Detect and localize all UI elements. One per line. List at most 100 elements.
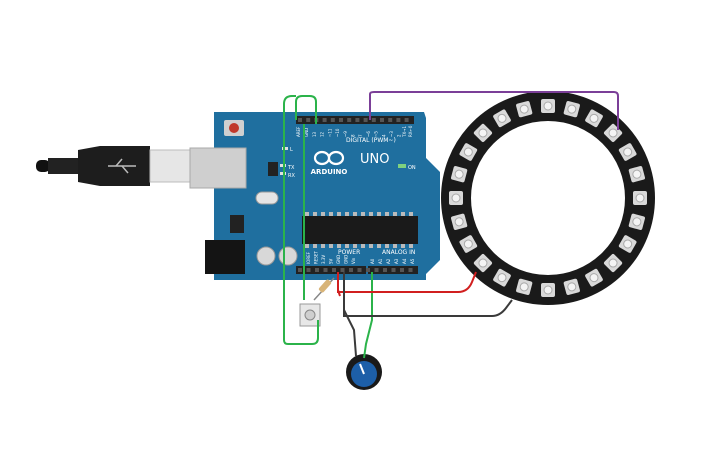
chip-pin	[329, 212, 333, 216]
power-analog-pin-socket[interactable]	[366, 268, 370, 272]
power-analog-pin-socket[interactable]	[340, 268, 345, 272]
chip-pin	[369, 212, 373, 216]
power-analog-pin-socket[interactable]	[315, 268, 319, 272]
digital-pin-socket[interactable]	[298, 118, 302, 122]
digital-pin-label: 8	[351, 134, 356, 137]
neopixel-led	[618, 235, 637, 253]
power-pin-label: RESET	[314, 251, 319, 264]
power-analog-pin-socket[interactable]	[332, 268, 336, 272]
analog-pin-label: A1	[378, 258, 383, 264]
usb-cable	[36, 146, 191, 186]
power-label: POWER	[338, 249, 360, 256]
neopixel-led	[473, 253, 493, 273]
neopixel-led	[628, 213, 645, 230]
chip-pin	[393, 244, 397, 248]
neopixel-led	[541, 283, 555, 297]
digital-pin-socket[interactable]	[371, 118, 376, 122]
chip-pin	[361, 244, 365, 248]
chip-pin	[305, 212, 309, 216]
potentiometer[interactable]	[346, 354, 382, 390]
chip-pin	[377, 244, 381, 248]
wire-green-pot	[363, 272, 373, 359]
resistor	[313, 277, 335, 301]
power-pin-label: Vin	[351, 257, 356, 264]
chip-pin	[409, 244, 413, 248]
power-analog-pin-socket[interactable]	[383, 268, 387, 272]
neopixel-led	[473, 123, 493, 143]
chip-pin	[393, 212, 397, 216]
analog-pin-label: A4	[402, 258, 407, 264]
power-pin-label: 3.3V	[321, 255, 326, 264]
chip-pin	[321, 212, 325, 216]
arduino-uno-board[interactable]: ARDUINO UNO DIGITAL (PWM~) POWER ANALOG …	[189, 112, 440, 280]
pushbutton-cap	[304, 309, 316, 321]
digital-pin-label: 2	[397, 134, 402, 137]
tx-label: TX	[287, 165, 295, 171]
atmega-chip	[302, 216, 418, 244]
power-analog-pin-socket[interactable]	[349, 268, 353, 272]
power-analog-pin-socket[interactable]	[374, 268, 379, 272]
power-header	[296, 266, 366, 274]
digital-pin-socket[interactable]	[404, 118, 409, 122]
l-label: L	[290, 147, 293, 153]
neopixel-led	[633, 191, 647, 205]
chip-pin	[385, 212, 389, 216]
digital-label: DIGITAL (PWM~)	[346, 137, 396, 144]
power-pin-label: IOREF	[306, 251, 311, 264]
wire-green-pin13	[295, 95, 317, 124]
neopixel-ring[interactable]	[441, 91, 655, 305]
reset-button[interactable]	[229, 123, 239, 133]
digital-header	[296, 116, 414, 124]
digital-pin-socket[interactable]	[339, 118, 343, 122]
chip-pin	[313, 244, 317, 248]
tx1-pin-label: TX→1	[402, 125, 407, 138]
power-analog-pin-socket[interactable]	[400, 268, 404, 272]
chip-pin	[305, 244, 309, 248]
small-ic	[268, 162, 278, 176]
digital-pin-socket[interactable]	[330, 118, 335, 122]
power-analog-pin-socket[interactable]	[408, 268, 413, 272]
power-analog-pin-socket[interactable]	[323, 268, 328, 272]
wire-red-5v	[337, 271, 477, 293]
chip-pin	[369, 244, 373, 248]
ring-leds	[449, 99, 647, 297]
neopixel-led	[449, 191, 463, 205]
chip-pin	[361, 212, 365, 216]
digital-pin-label: ~3	[389, 131, 394, 137]
chip-pin	[353, 244, 357, 248]
power-pin-label: GND	[344, 255, 349, 264]
digital-pin-socket[interactable]	[363, 118, 368, 122]
crystal	[255, 191, 279, 205]
power-analog-pin-socket[interactable]	[298, 268, 302, 272]
power-analog-pin-socket[interactable]	[306, 268, 311, 272]
digital-pin-socket[interactable]	[355, 118, 360, 122]
resistor-body	[318, 279, 332, 293]
neopixel-led	[493, 268, 511, 287]
neopixel-led	[541, 99, 555, 113]
power-pin-label: 5V	[329, 258, 334, 264]
digital-pin-label: ~6	[366, 131, 371, 137]
chip-pin	[377, 212, 381, 216]
neopixel-led	[585, 268, 603, 287]
digital-pin-socket[interactable]	[306, 118, 311, 122]
analog-label: ANALOG IN	[382, 249, 415, 256]
power-pin-label: GND	[336, 255, 341, 264]
digital-pin-socket[interactable]	[396, 118, 401, 122]
power-analog-pin-socket[interactable]	[357, 268, 362, 272]
digital-pin-socket[interactable]	[347, 118, 352, 122]
digital-pin-label: 7	[358, 134, 363, 137]
digital-pin-socket[interactable]	[322, 118, 327, 122]
wire-black-gnd	[343, 272, 513, 317]
neopixel-led	[603, 253, 623, 273]
power-analog-pin-socket[interactable]	[391, 268, 396, 272]
analog-pin-label: A5	[410, 258, 415, 264]
digital-pin-socket[interactable]	[388, 118, 393, 122]
digital-pin-label: ~9	[343, 131, 348, 137]
digital-pin-socket[interactable]	[380, 118, 384, 122]
chip-pin	[321, 244, 325, 248]
usb-cable-end	[36, 160, 50, 172]
chip-pin	[345, 212, 349, 216]
pushbutton[interactable]	[299, 303, 321, 327]
digital-pin-label: 12	[320, 131, 325, 137]
neopixel-led	[451, 213, 468, 230]
